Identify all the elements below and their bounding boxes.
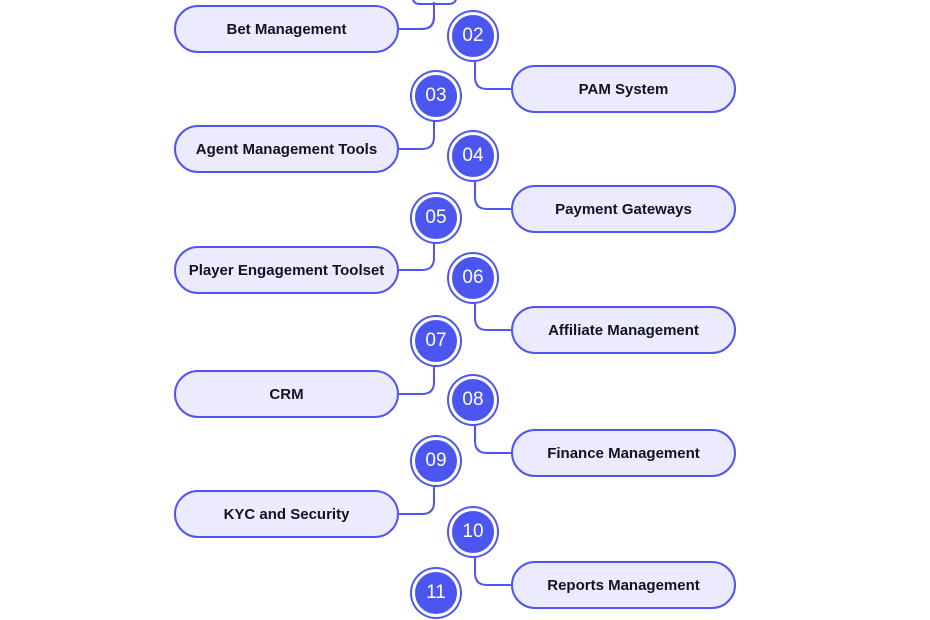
right-connector — [474, 556, 511, 586]
step-05-badge: 05 — [412, 194, 460, 242]
left-connector — [399, 2, 435, 30]
right-connector — [474, 180, 511, 210]
step-06-label: Affiliate Management — [511, 306, 736, 354]
step-02-badge: 02 — [449, 12, 497, 60]
left-connector — [399, 120, 435, 150]
step-08-badge: 08 — [449, 376, 497, 424]
step-01-label: Bet Management — [174, 5, 399, 53]
step-09-badge: 09 — [412, 437, 460, 485]
right-connector — [474, 424, 511, 454]
step-07-badge: 07 — [412, 317, 460, 365]
step-04-badge: 04 — [449, 132, 497, 180]
step-06-badge: 06 — [449, 254, 497, 302]
step-08-label: Finance Management — [511, 429, 736, 477]
step-07-label: CRM — [174, 370, 399, 418]
step-10-badge: 10 — [449, 508, 497, 556]
step-03-badge: 03 — [412, 72, 460, 120]
step-05-label: Player Engagement Toolset — [174, 246, 399, 294]
step-03-label: Agent Management Tools — [174, 125, 399, 173]
left-connector — [399, 242, 435, 271]
right-connector — [474, 302, 511, 331]
left-connector — [399, 4, 435, 30]
left-connector — [399, 485, 435, 515]
step-10-label: Reports Management — [511, 561, 736, 609]
step-11-badge: 11 — [412, 569, 460, 617]
step-04-label: Payment Gateways — [511, 185, 736, 233]
right-connector — [474, 60, 511, 90]
left-connector — [399, 365, 435, 395]
step-02-label: PAM System — [511, 65, 736, 113]
step-09-label: KYC and Security — [174, 490, 399, 538]
